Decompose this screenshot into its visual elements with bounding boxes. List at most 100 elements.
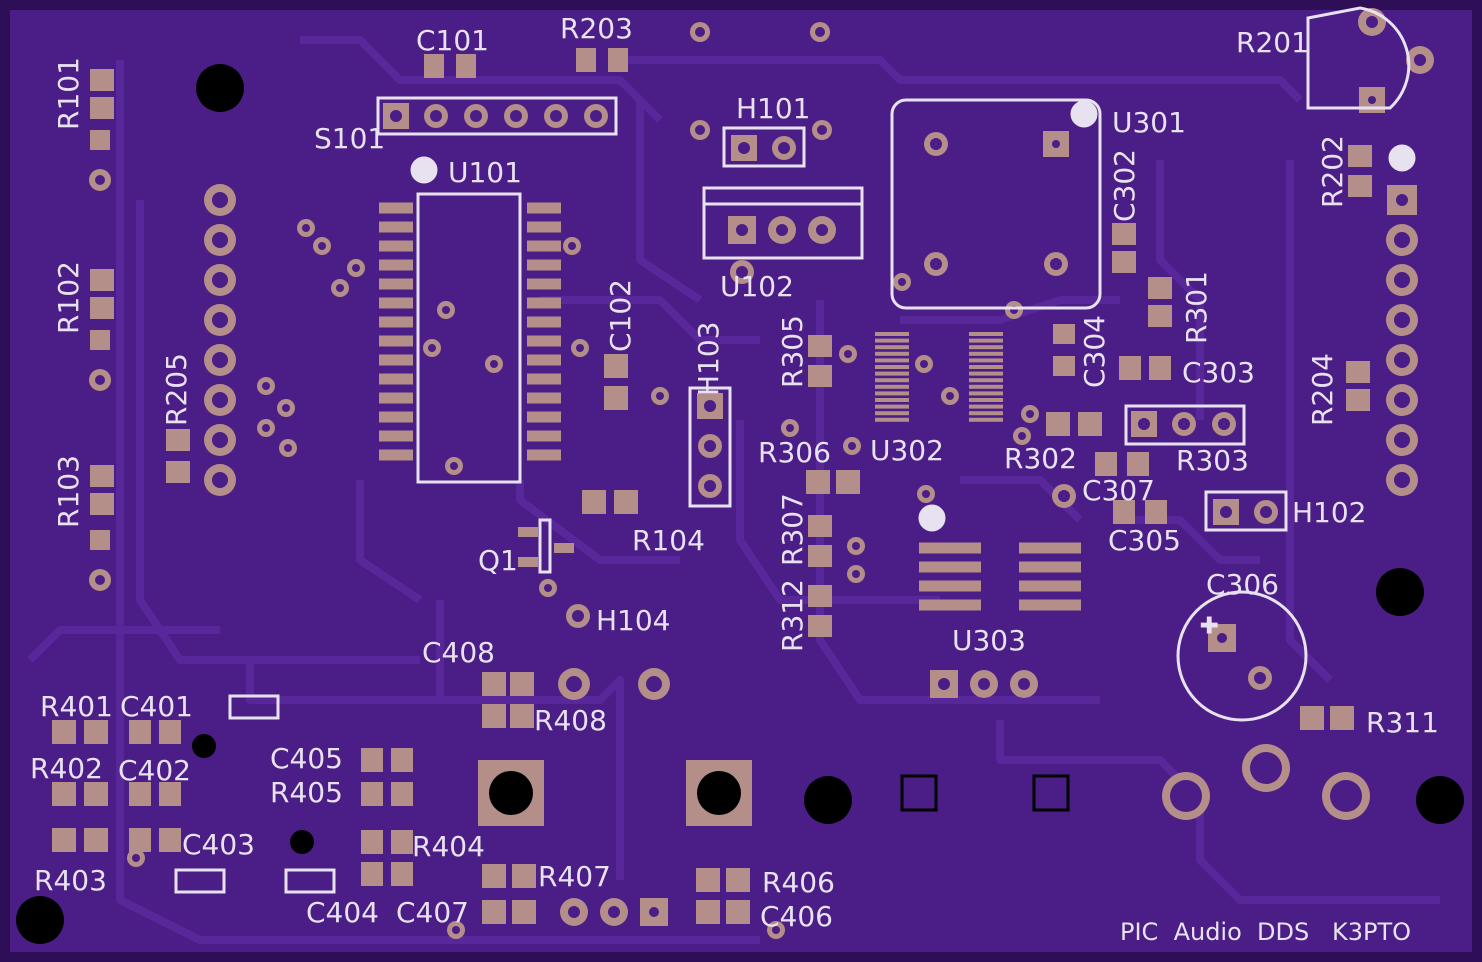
- smd-pad: [1095, 452, 1117, 476]
- smd-pad: [1046, 412, 1070, 436]
- via-drill: [898, 278, 906, 286]
- drill-hole: [590, 110, 602, 122]
- drill-hole: [572, 610, 584, 622]
- drill-hole: [212, 232, 228, 248]
- smd-pad: [808, 615, 832, 637]
- smd-pad: [875, 398, 909, 402]
- smd-pad: [361, 748, 383, 772]
- label-c302: C302: [1108, 149, 1141, 222]
- via-drill: [318, 242, 326, 250]
- smd-pad: [1346, 389, 1370, 411]
- smd-pad: [527, 297, 561, 309]
- smd-pad: [875, 338, 909, 343]
- label-u101: U101: [448, 156, 522, 189]
- smd-pad: [726, 900, 750, 924]
- smd-pad: [875, 332, 909, 336]
- s101-outline: [376, 96, 618, 136]
- via-drill: [442, 306, 450, 314]
- via-drill: [852, 542, 860, 550]
- drill-hole: [930, 138, 942, 150]
- drill-hole: [212, 312, 228, 328]
- c401-cap: [228, 694, 280, 720]
- smd-pad: [919, 542, 981, 554]
- board-author: K3PTO: [1332, 918, 1411, 946]
- drill-hole: [452, 926, 460, 934]
- smd-pad: [512, 900, 536, 924]
- smd-pad: [482, 672, 506, 696]
- smd-pad: [806, 470, 830, 494]
- smd-pad: [726, 868, 750, 892]
- smd-pad: [527, 449, 561, 461]
- smd-pad: [361, 862, 383, 886]
- label-c304: C304: [1078, 315, 1111, 388]
- drill-hole: [430, 110, 442, 122]
- drill-hole: [649, 907, 659, 917]
- smd-pad: [391, 782, 413, 806]
- smd-pad: [84, 828, 108, 852]
- smd-pad: [379, 297, 413, 309]
- drill-hole: [778, 142, 790, 154]
- label-r201: R201: [1236, 26, 1309, 59]
- smd-pad: [90, 530, 110, 550]
- c306-plus: +: [1200, 613, 1218, 638]
- drill-hole: [1394, 432, 1410, 448]
- smd-pad: [808, 335, 832, 357]
- mounting-hole: [16, 896, 64, 944]
- label-u102: U102: [720, 270, 794, 303]
- smd-pad: [875, 411, 909, 416]
- via-drill: [920, 360, 928, 368]
- smd-pad: [379, 335, 413, 347]
- drill-hole: [1254, 672, 1266, 684]
- c403-cap: [174, 868, 226, 894]
- drill-hole: [212, 472, 228, 488]
- via-drill: [656, 392, 664, 400]
- smd-pad: [875, 384, 909, 389]
- drill-hole: [816, 224, 828, 236]
- u303-pin1: [918, 504, 946, 532]
- smd-pad: [1019, 561, 1081, 573]
- drill-hole: [738, 142, 750, 154]
- label-r406: R406: [762, 866, 835, 899]
- square-outline: [1032, 774, 1070, 812]
- smd-pad: [379, 259, 413, 271]
- label-r307: R307: [776, 493, 809, 566]
- board-title: PIC Audio DDS: [1120, 918, 1309, 946]
- via-drill: [786, 424, 794, 432]
- smd-pad: [1019, 542, 1081, 554]
- smd-pad: [1119, 356, 1141, 380]
- smd-pad: [969, 391, 1003, 396]
- label-c303: C303: [1182, 356, 1255, 389]
- label-u303: U303: [952, 624, 1026, 657]
- smd-pad: [129, 828, 151, 852]
- smd-pad: [159, 720, 181, 744]
- label-c404: C404: [306, 896, 379, 929]
- smd-pad: [1348, 145, 1372, 167]
- smd-pad: [84, 782, 108, 806]
- via-drill: [284, 444, 292, 452]
- smd-pad: [379, 392, 413, 404]
- smd-pad: [159, 828, 181, 852]
- r303-outline: [1124, 404, 1246, 446]
- drill-hole: [978, 678, 990, 690]
- u102-outline: [702, 186, 864, 260]
- label-c407: C407: [396, 896, 469, 929]
- drill-hole: [1218, 418, 1230, 430]
- mounting-hole: [804, 776, 852, 824]
- smd-pad: [1019, 599, 1081, 611]
- via-drill: [490, 360, 498, 368]
- label-r305: R305: [776, 315, 809, 388]
- smd-pad: [875, 365, 909, 369]
- smd-pad: [379, 449, 413, 461]
- drill-hole: [646, 676, 662, 692]
- smd-pad: [129, 782, 151, 806]
- smd-pad: [875, 351, 909, 356]
- smd-pad: [90, 97, 114, 119]
- drill-hole: [817, 125, 827, 135]
- label-r302: R302: [1004, 442, 1077, 475]
- drill-hole: [704, 480, 716, 492]
- smd-pad: [1348, 175, 1372, 197]
- label-r404: R404: [412, 830, 485, 863]
- smd-pad: [1127, 452, 1149, 476]
- smd-pad: [90, 269, 114, 291]
- smd-pad: [379, 430, 413, 442]
